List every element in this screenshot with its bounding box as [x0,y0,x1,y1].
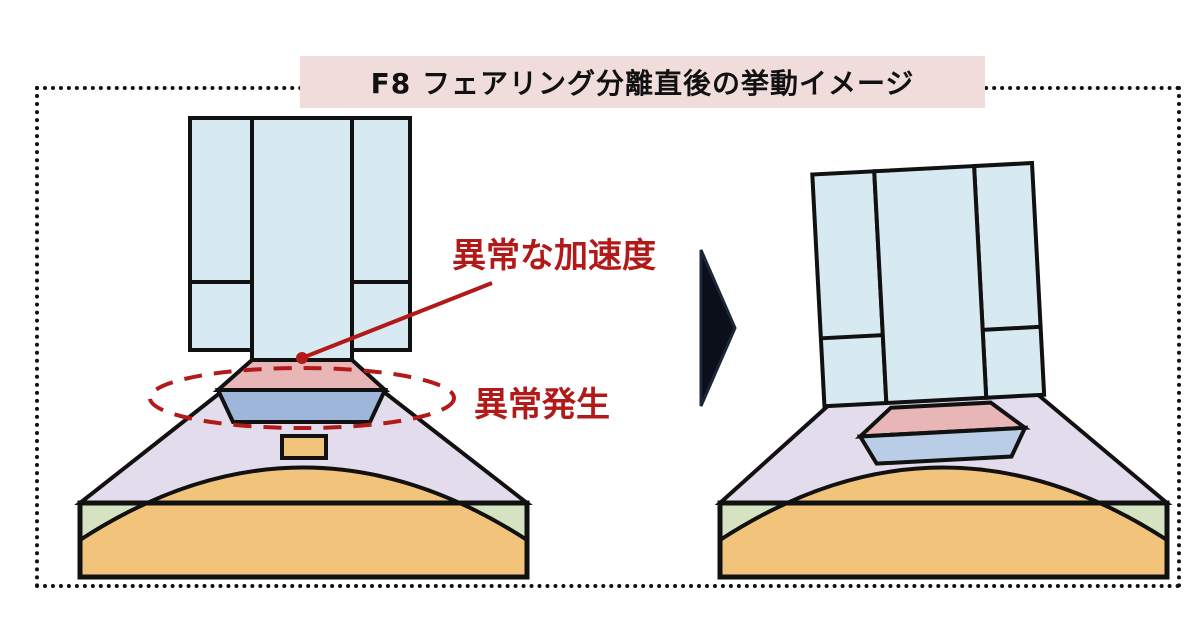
left-panel [74,116,533,580]
transition-arrow-icon [699,249,737,407]
left-adapter [212,358,391,424]
payload-block [280,434,328,460]
diagram-title: F8 フェアリング分離直後の挙動イメージ [300,56,985,108]
pointer-line [301,281,493,360]
abnormal-acceleration-label: 異常な加速度 [452,236,656,276]
left-base [74,383,533,580]
right-panel [714,160,1173,580]
left-rocket [188,116,412,362]
pointer-dot [296,352,308,364]
title-text: F8 フェアリング分離直後の挙動イメージ [370,67,915,100]
anomaly-ellipse [148,366,456,430]
anomaly-occurred-label: 異常発生 [474,385,610,425]
right-adapter [854,400,1031,466]
right-rocket [810,160,1047,409]
